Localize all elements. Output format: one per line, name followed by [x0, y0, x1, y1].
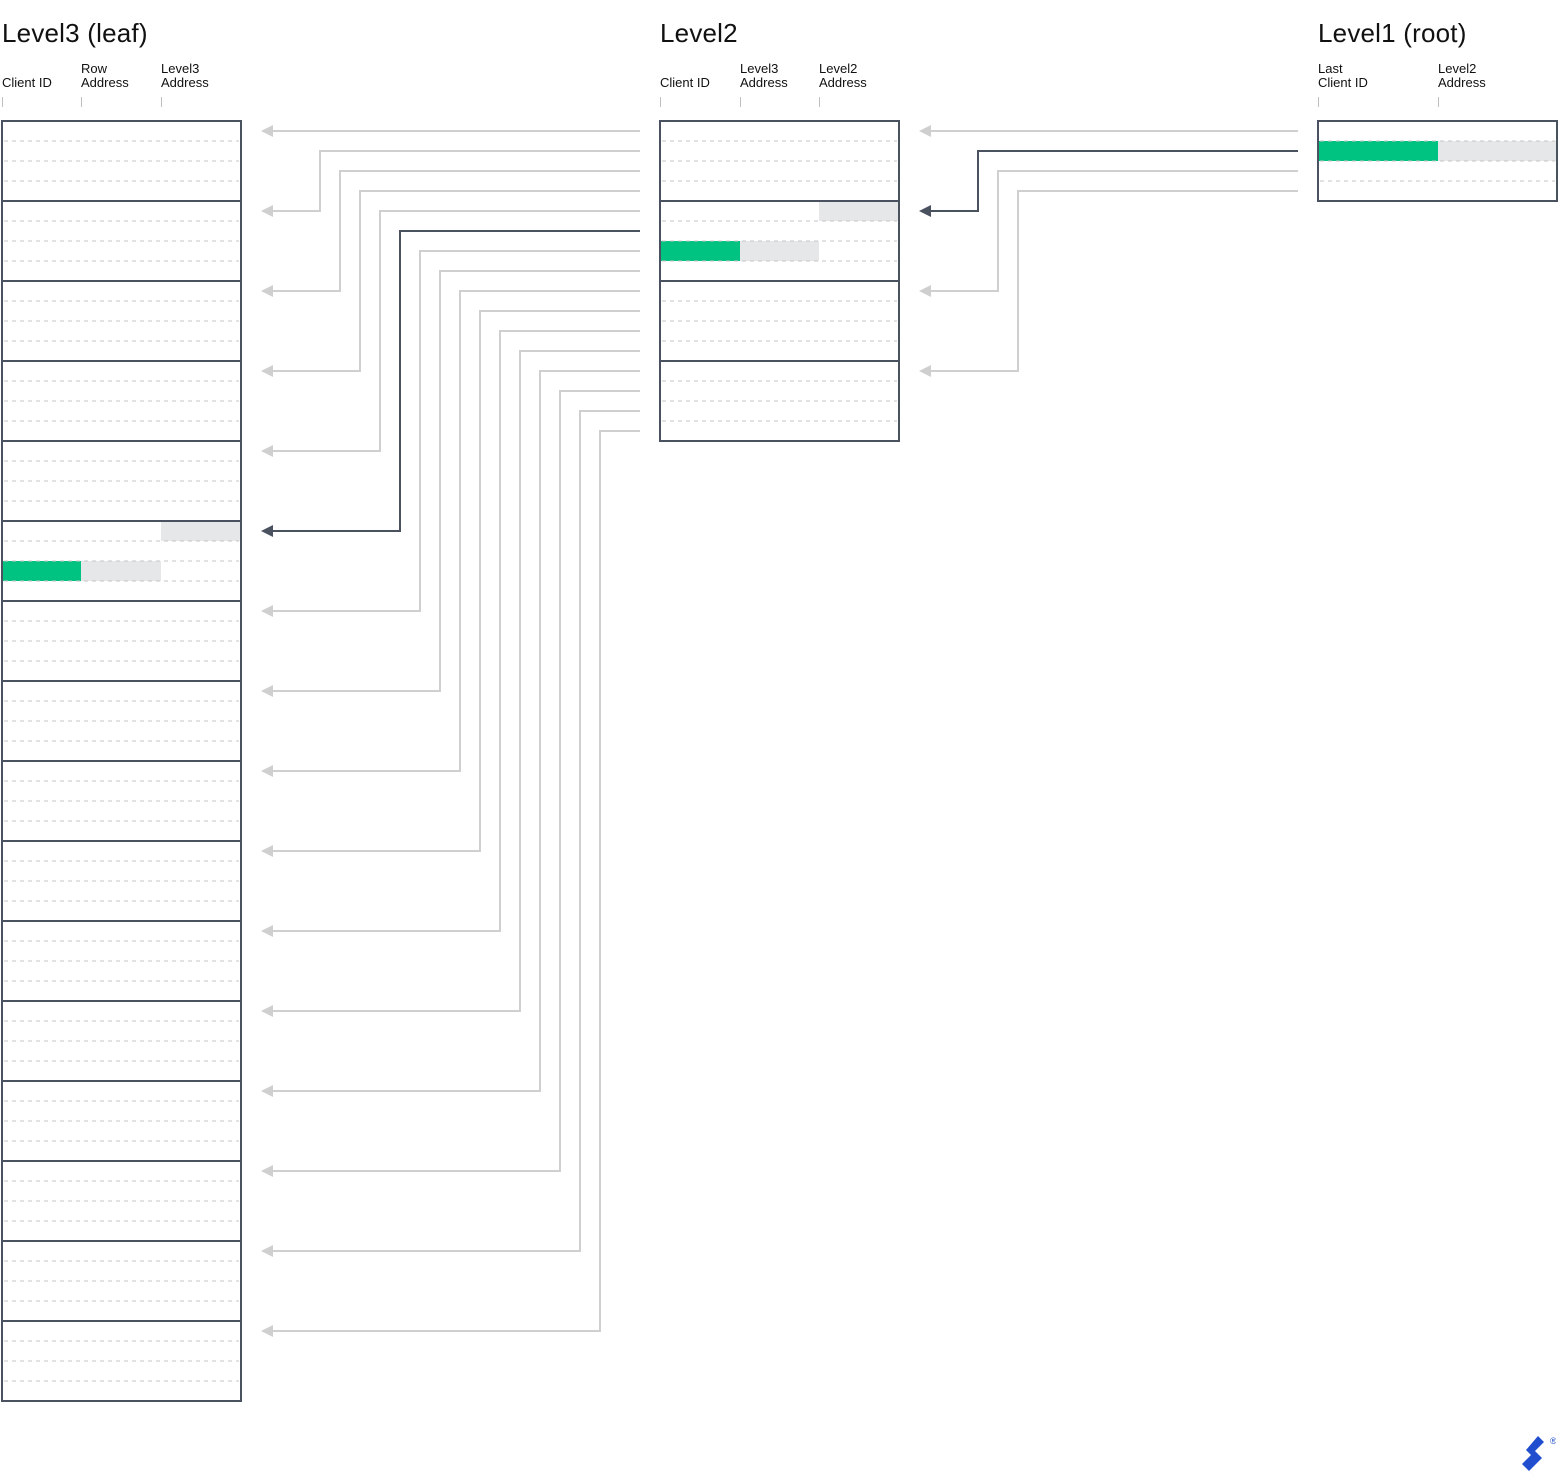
pointer-arrow-level2-to-level3-head — [261, 1085, 273, 1097]
level2-node-block — [659, 360, 900, 442]
pointer-arrow-level2-to-level3-head — [261, 765, 273, 777]
pointer-arrow-level2-to-level3 — [271, 410, 640, 1252]
level3-col-level3-address: Level3 Address — [161, 61, 209, 90]
pointer-arrow-level1-to-level2-head — [919, 285, 931, 297]
pointer-arrow-level2-to-level3 — [271, 310, 640, 852]
column-tick — [2, 97, 3, 107]
pointer-arrow-level2-to-level3 — [271, 190, 640, 372]
pointer-arrow-level2-to-level3-head — [261, 845, 273, 857]
pointer-arrow-level2-to-level3-head — [261, 365, 273, 377]
highlight-key-cell — [1318, 141, 1438, 161]
pointer-arrow-level2-to-level3-head — [261, 1325, 273, 1337]
level1-title: Level1 (root) — [1318, 18, 1467, 48]
column-tick — [660, 97, 661, 107]
pointer-arrow-level1-to-level2 — [929, 170, 1298, 292]
pointer-arrow-level2-to-level3-head — [261, 125, 273, 137]
highlight-address-cell — [81, 561, 161, 581]
pointer-arrow-level2-to-level3 — [271, 390, 640, 1172]
level1-node-block — [1317, 120, 1558, 202]
pointer-arrow-level2-to-level3 — [271, 150, 640, 212]
level3-node-block — [1, 1320, 242, 1402]
column-tick — [740, 97, 741, 107]
pointer-arrow-level2-to-level3 — [271, 430, 640, 1332]
pointer-arrow-level2-to-level3-head — [261, 685, 273, 697]
column-tick — [1318, 97, 1319, 107]
pointer-arrow-level2-to-level3-head — [261, 1245, 273, 1257]
level2-col-level3-address: Level3 Address — [740, 61, 788, 90]
level2-col-client-id: Client ID — [660, 75, 710, 90]
level2-col-level2-address: Level2 Address — [819, 61, 867, 90]
highlight-address-cell — [819, 201, 899, 221]
pointer-arrow-level1-to-level2-head — [919, 365, 931, 377]
highlight-address-cell — [1438, 141, 1557, 161]
column-tick — [81, 97, 82, 107]
column-tick — [819, 97, 820, 107]
level3-col-row-address: Row Address — [81, 61, 129, 90]
pointer-arrow-level2-to-level3-head — [261, 1005, 273, 1017]
pointer-arrow-level2-to-level3 — [271, 230, 640, 532]
pointer-arrow-level2-to-level3 — [271, 350, 640, 1012]
column-tick — [1438, 97, 1439, 107]
pointer-arrow-level2-to-level3 — [271, 370, 640, 1092]
registered-mark: ® — [1550, 1436, 1556, 1446]
level3-title: Level3 (leaf) — [2, 18, 148, 48]
level3-col-client-id: Client ID — [2, 75, 52, 90]
pointer-arrow-level2-to-level3 — [271, 210, 640, 452]
pointer-arrow-level2-to-level3-head — [261, 1165, 273, 1177]
highlight-address-cell — [740, 241, 819, 261]
pointer-arrow-level2-to-level3 — [271, 170, 640, 292]
pointer-arrow-level2-to-level3 — [271, 270, 640, 692]
level1-col-level2-address: Level2 Address — [1438, 61, 1486, 90]
pointer-arrow-level1-to-level2 — [929, 190, 1298, 372]
pointer-arrow-level2-to-level3-head — [261, 925, 273, 937]
pointer-arrow-level2-to-level3 — [271, 290, 640, 772]
toptal-logo-icon: ® — [1522, 1436, 1556, 1477]
highlight-key-cell — [2, 561, 81, 581]
level2-title: Level2 — [660, 18, 738, 48]
pointer-arrow-level2-to-level3-head — [261, 445, 273, 457]
pointer-arrow-level2-to-level3 — [271, 330, 640, 932]
pointer-arrow-level1-to-level2-head — [919, 205, 931, 217]
level1-col-last-client-id: Last Client ID — [1318, 61, 1368, 90]
pointer-arrow-level2-to-level3-head — [261, 205, 273, 217]
column-tick — [161, 97, 162, 107]
pointer-arrow-level2-to-level3-head — [261, 285, 273, 297]
pointer-arrow-level1-to-level2 — [929, 150, 1298, 212]
pointer-arrow-level2-to-level3-head — [261, 525, 273, 537]
highlight-key-cell — [660, 241, 740, 261]
pointer-arrow-level2-to-level3 — [271, 250, 640, 612]
highlight-address-cell — [161, 521, 241, 541]
pointer-arrow-level2-to-level3-head — [261, 605, 273, 617]
pointer-arrow-level1-to-level2-head — [919, 125, 931, 137]
